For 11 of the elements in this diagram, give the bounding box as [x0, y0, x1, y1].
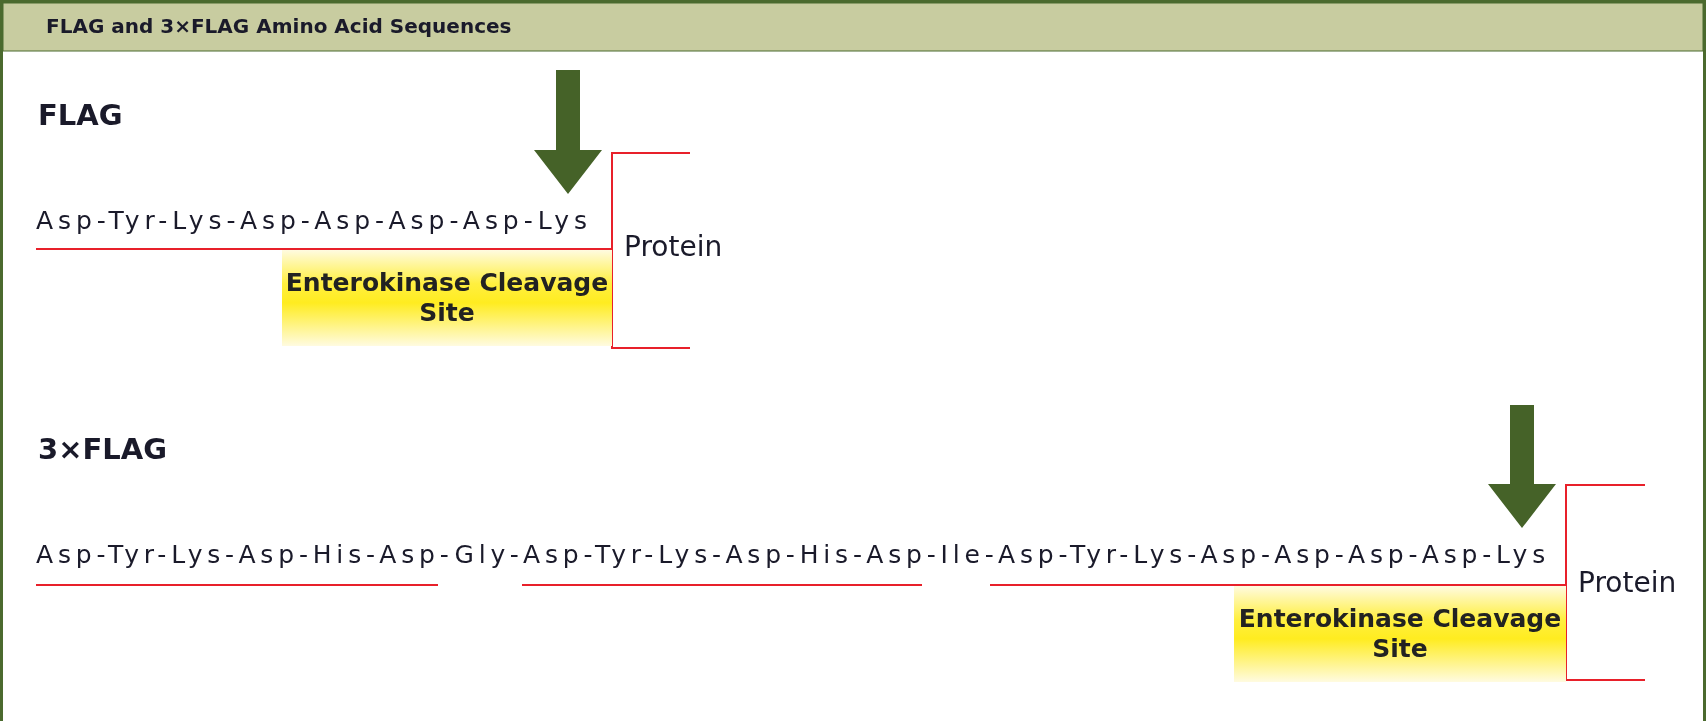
protein-label: Protein [624, 230, 723, 263]
tag-heading: FLAG [38, 98, 123, 132]
tag-heading: 3×FLAG [38, 432, 167, 466]
title: FLAG and 3×FLAG Amino Acid Sequences [46, 14, 512, 38]
highlight-box [1234, 586, 1566, 682]
protein-label: Protein [1578, 566, 1677, 599]
amino-acid-sequence: Asp-Tyr-Lys-Asp-His-Asp-Gly-Asp-Tyr-Lys-Asp-His-Asp-Ile-Asp-Tyr-Lys-Asp-Asp-Asp-Asp-Lys [36, 540, 1550, 569]
site-label: Enterokinase Cleavage Site [284, 268, 610, 328]
amino-acid-sequence: Asp-Tyr-Lys-Asp-Asp-Asp-Asp-Lys [36, 206, 592, 235]
highlight-box [282, 250, 612, 346]
site-label: Enterokinase Cleavage Site [1237, 604, 1563, 664]
